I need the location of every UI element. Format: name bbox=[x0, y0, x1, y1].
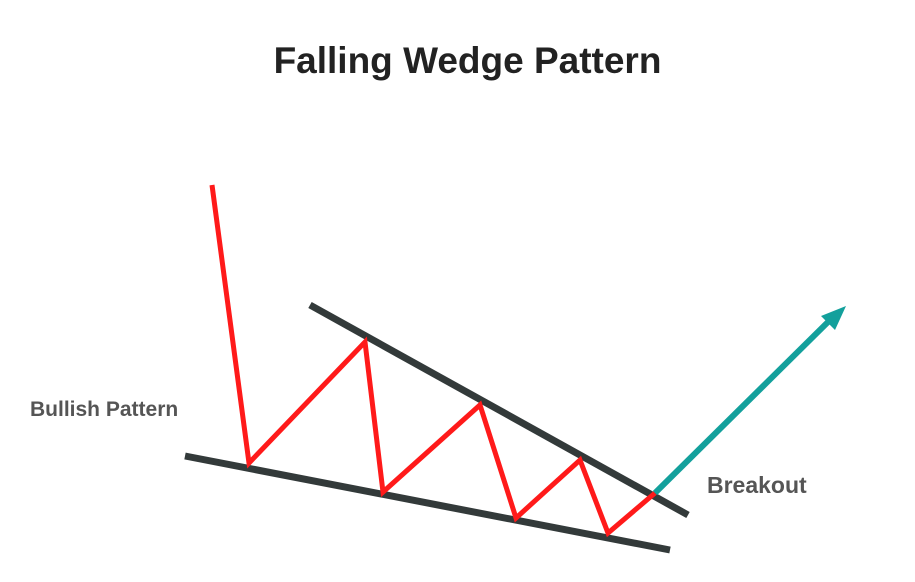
upper-trendline bbox=[308, 301, 690, 519]
bullish-pattern-label: Bullish Pattern bbox=[30, 398, 179, 421]
breakout-line bbox=[652, 319, 831, 496]
diagram-title: Falling Wedge Pattern bbox=[273, 40, 662, 81]
lower-trendline bbox=[184, 452, 671, 554]
breakout-label: Breakout bbox=[707, 472, 807, 498]
price-path bbox=[209, 184, 657, 538]
breakout-arrowhead-icon bbox=[821, 306, 846, 330]
